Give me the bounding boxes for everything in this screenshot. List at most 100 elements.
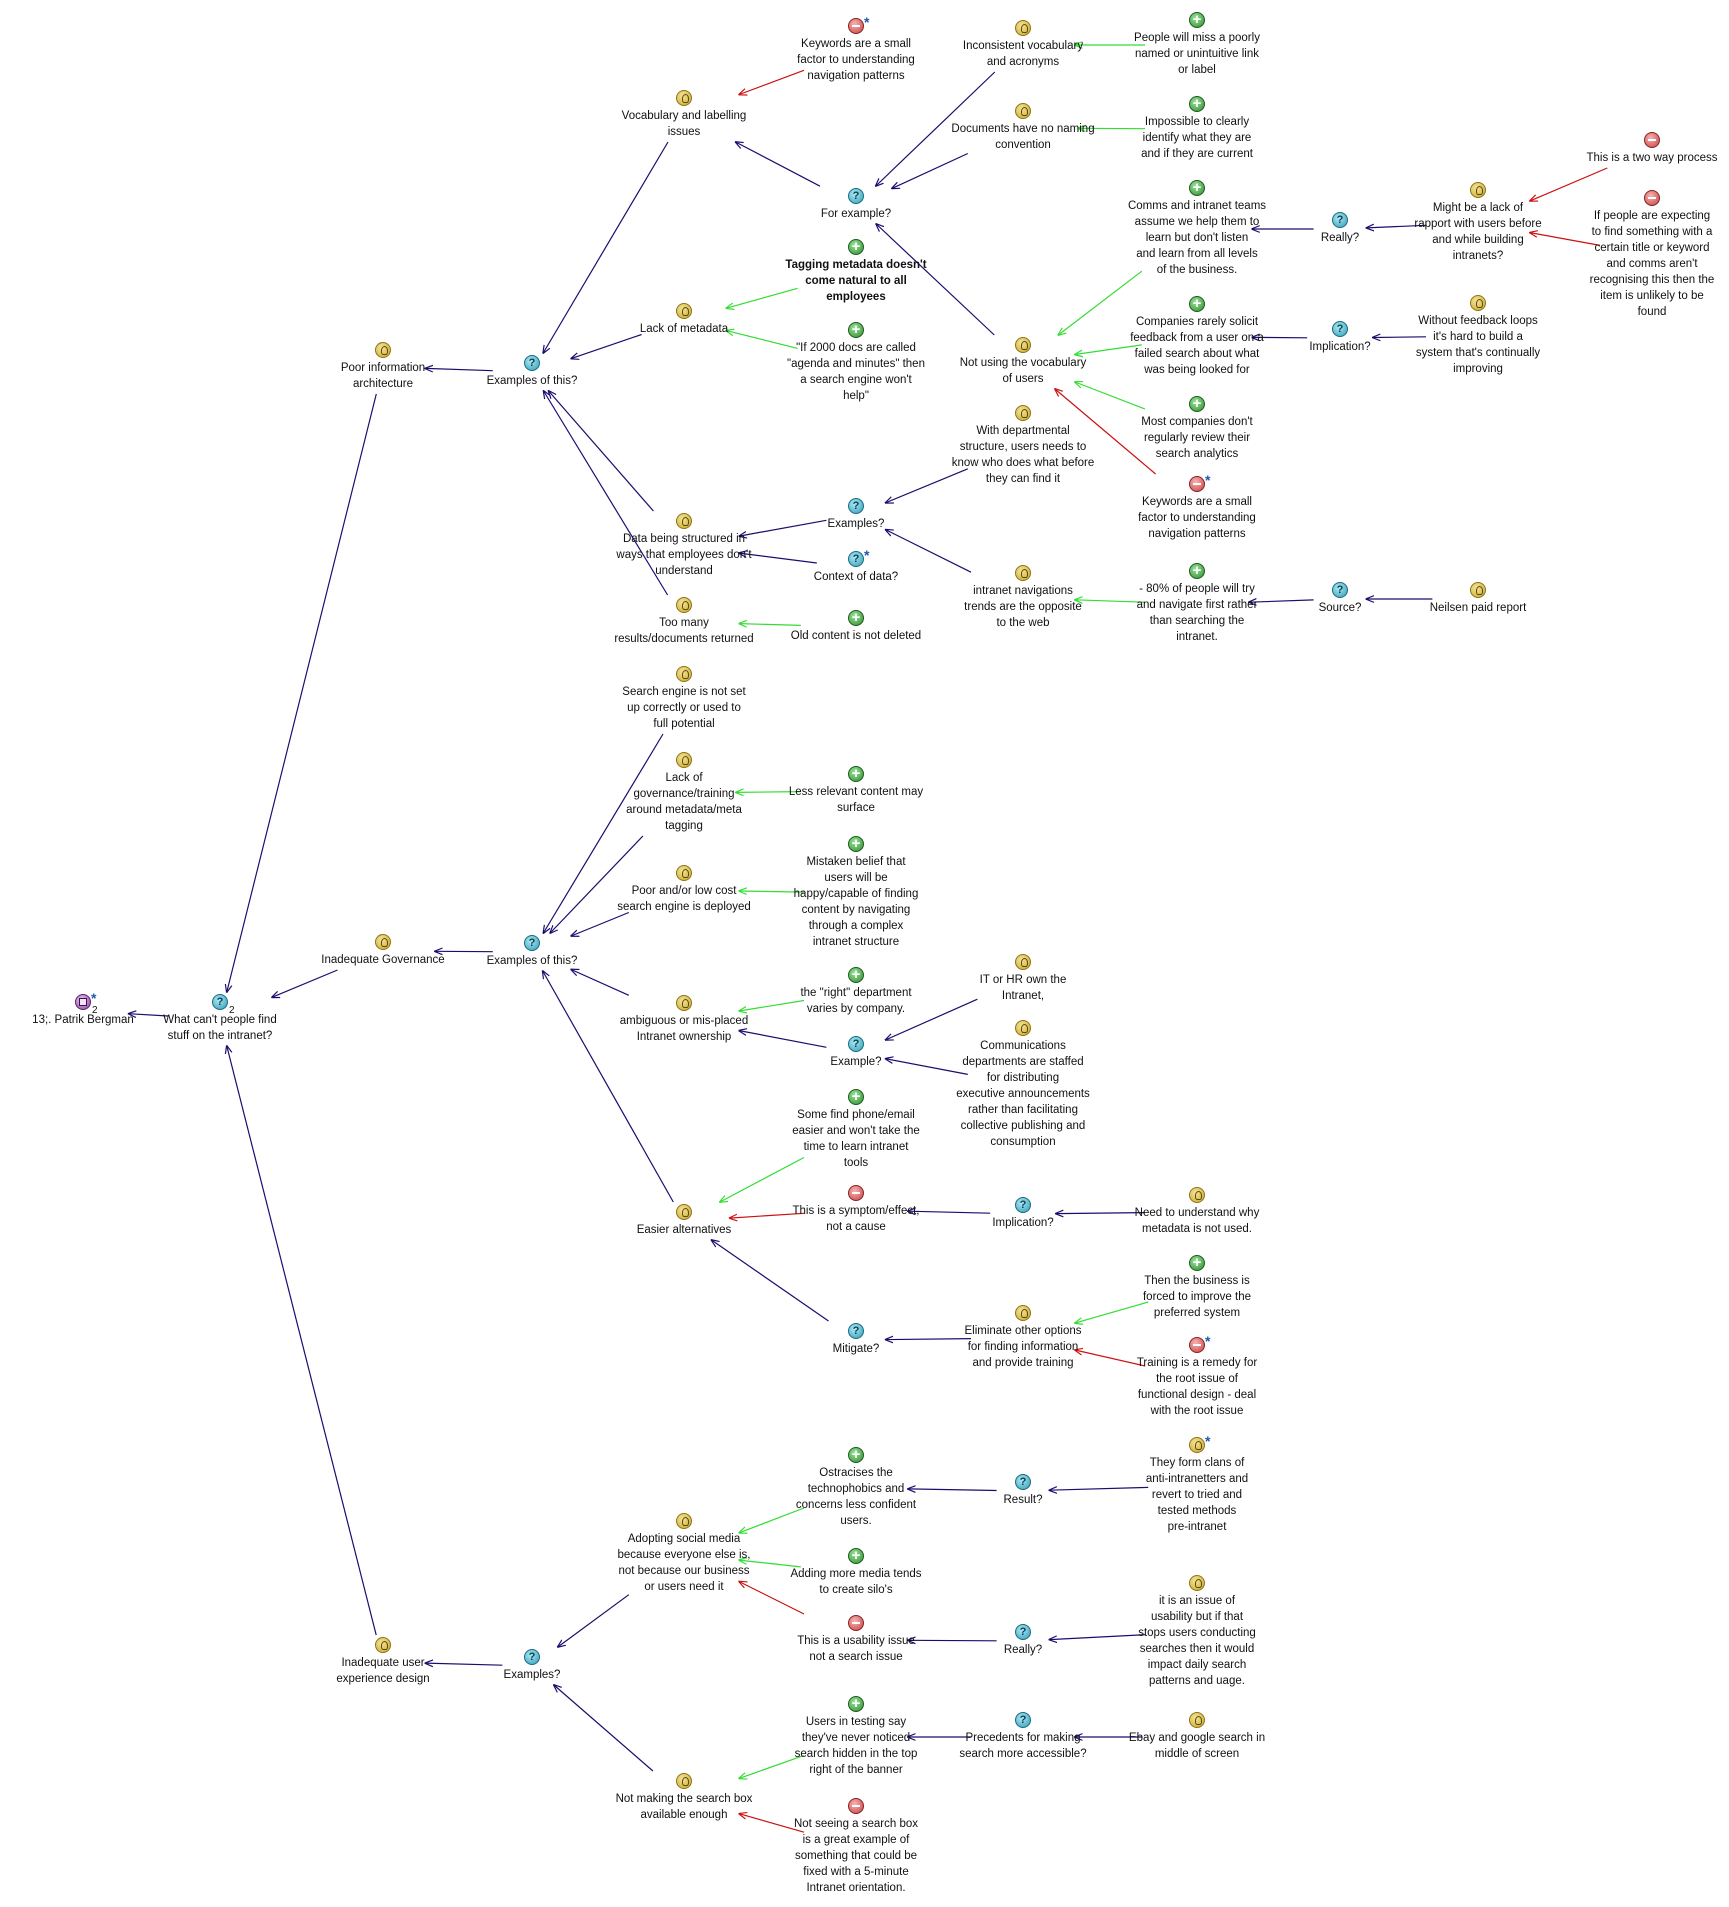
question-icon[interactable] xyxy=(524,1649,540,1665)
link-response-q-example-to-i-ownership[interactable] xyxy=(739,1031,827,1048)
question-icon[interactable] xyxy=(848,498,864,514)
link-response-q-mitigate-to-i-easier[interactable] xyxy=(712,1240,829,1322)
idea-icon[interactable] xyxy=(1015,1020,1031,1036)
link-response-q-impl2-to-c-symptom[interactable] xyxy=(908,1211,991,1213)
link-response-i-datastruct-to-q-pia[interactable] xyxy=(549,391,654,512)
question-icon[interactable] xyxy=(1015,1624,1031,1640)
question-icon[interactable] xyxy=(848,188,864,204)
link-support-p-forced-to-i-eliminate[interactable] xyxy=(1075,1301,1149,1323)
idea-icon[interactable] xyxy=(676,865,692,881)
pro-icon[interactable] xyxy=(848,1447,864,1463)
node-q-ux[interactable]: Examples? xyxy=(492,1649,572,1683)
node-i-usability[interactable]: it is an issue of usability but if that … xyxy=(1122,1575,1272,1689)
idea-icon[interactable] xyxy=(1015,405,1031,421)
link-response-i-social-to-q-ux[interactable] xyxy=(558,1594,630,1647)
idea-icon[interactable] xyxy=(1470,182,1486,198)
question-icon[interactable] xyxy=(1332,582,1348,598)
idea-icon[interactable] xyxy=(1189,1187,1205,1203)
idea-icon[interactable] xyxy=(1015,103,1031,119)
node-c-notseeing[interactable]: Not seeing a search box is a great examp… xyxy=(781,1798,931,1896)
idea-icon[interactable] xyxy=(1015,565,1031,581)
link-oppose-c-kw1-to-i-vocab[interactable] xyxy=(739,69,805,94)
node-p-tag[interactable]: Tagging metadata doesn't come natural to… xyxy=(771,239,941,305)
link-response-q-result-to-p-ostracise[interactable] xyxy=(908,1489,997,1491)
map-icon[interactable] xyxy=(75,994,91,1010)
con-icon[interactable] xyxy=(1189,476,1205,492)
pro-icon[interactable] xyxy=(1189,12,1205,28)
pro-icon[interactable] xyxy=(1189,1255,1205,1271)
node-i-feedback[interactable]: Without feedback loops it's hard to buil… xyxy=(1403,295,1553,377)
link-response-i-notvoc-to-q-forex[interactable] xyxy=(876,224,995,336)
node-i-ithr[interactable]: IT or HR own the Intranet, xyxy=(958,954,1088,1004)
link-response-i-rapport-to-q-really1[interactable] xyxy=(1366,225,1427,228)
link-response-i-ownership-to-q-gov[interactable] xyxy=(571,970,630,996)
node-p-2000[interactable]: "If 2000 docs are called "agenda and min… xyxy=(771,322,941,404)
node-i-toomany[interactable]: Too many results/documents returned xyxy=(604,597,764,647)
idea-icon[interactable] xyxy=(676,995,692,1011)
link-support-p-solicit-to-i-notvoc[interactable] xyxy=(1075,344,1142,355)
idea-icon[interactable] xyxy=(676,752,692,768)
link-support-p-oldcontent-to-i-toomany[interactable] xyxy=(739,624,801,626)
node-q-impl1[interactable]: Implication? xyxy=(1295,321,1385,355)
con-icon[interactable] xyxy=(848,1798,864,1814)
link-response-q-examples2-to-i-datastruct[interactable] xyxy=(739,519,827,536)
link-support-p-silos-to-i-social[interactable] xyxy=(739,1560,801,1568)
question-icon[interactable] xyxy=(1015,1712,1031,1728)
question-icon[interactable] xyxy=(524,355,540,371)
idea-icon[interactable] xyxy=(676,1773,692,1789)
node-q-source[interactable]: Source? xyxy=(1305,582,1375,616)
link-response-i-feedback-to-q-impl1[interactable] xyxy=(1373,337,1427,338)
pro-icon[interactable] xyxy=(848,836,864,852)
link-response-i-incons-to-q-forex[interactable] xyxy=(876,71,996,186)
link-support-p-mistaken-to-i-lowcost[interactable] xyxy=(739,891,805,892)
link-response-i-docs-to-q-forex[interactable] xyxy=(892,152,969,189)
node-p-solicit[interactable]: Companies rarely solicit feedback from a… xyxy=(1117,296,1277,378)
link-response-q-context-to-i-datastruct[interactable] xyxy=(739,553,817,564)
link-response-i-commsdept-to-q-example[interactable] xyxy=(886,1059,968,1075)
idea-icon[interactable] xyxy=(676,90,692,106)
link-support-p-lessrel-to-i-govtrain[interactable] xyxy=(736,792,801,793)
pro-icon[interactable] xyxy=(1189,296,1205,312)
link-response-i-toomany-to-q-pia[interactable] xyxy=(544,391,669,596)
link-oppose-c-training-to-i-eliminate[interactable] xyxy=(1075,1350,1146,1367)
node-i-social[interactable]: Adopting social media because everyone e… xyxy=(604,1513,764,1595)
con-icon[interactable] xyxy=(1644,190,1660,206)
node-q-result[interactable]: Result? xyxy=(988,1474,1058,1508)
node-i-lowcost[interactable]: Poor and/or low cost search engine is de… xyxy=(604,865,764,915)
link-oppose-c-notseeing-to-i-searchbox[interactable] xyxy=(739,1814,805,1833)
pro-icon[interactable] xyxy=(1189,96,1205,112)
node-p-analytics[interactable]: Most companies don't regularly review th… xyxy=(1122,396,1272,462)
link-response-q-forex-to-i-vocab[interactable] xyxy=(736,142,821,187)
node-i-vocab[interactable]: Vocabulary and labelling issues xyxy=(604,90,764,140)
link-response-i-dept-to-q-examples2[interactable] xyxy=(886,468,969,503)
link-response-i-navtrend-to-q-examples2[interactable] xyxy=(886,530,972,573)
link-support-p-testing-to-i-searchbox[interactable] xyxy=(739,1754,805,1778)
con-icon[interactable] xyxy=(848,1615,864,1631)
idea-icon[interactable] xyxy=(676,597,692,613)
link-support-p-2000-to-i-meta[interactable] xyxy=(726,331,798,349)
node-p-ident[interactable]: Impossible to clearly identify what they… xyxy=(1122,96,1272,162)
node-i-eliminate[interactable]: Eliminate other options for finding info… xyxy=(948,1305,1098,1371)
node-i-notvoc[interactable]: Not using the vocabulary of users xyxy=(948,337,1098,387)
node-c-usability[interactable]: This is a usability issue not a search i… xyxy=(781,1615,931,1665)
idea-icon[interactable] xyxy=(375,342,391,358)
con-icon[interactable] xyxy=(1189,1337,1205,1353)
question-icon[interactable] xyxy=(524,935,540,951)
idea-icon[interactable] xyxy=(1470,295,1486,311)
link-oppose-c-twoway-to-i-rapport[interactable] xyxy=(1530,167,1608,201)
node-i-commsdept[interactable]: Communications departments are staffed f… xyxy=(943,1020,1103,1150)
question-icon[interactable] xyxy=(1332,321,1348,337)
node-i-docs[interactable]: Documents have no naming convention xyxy=(943,103,1103,153)
node-c-training[interactable]: *Training is a remedy for the root issue… xyxy=(1122,1334,1272,1419)
node-i-incons[interactable]: Inconsistent vocabulary and acronyms xyxy=(948,20,1098,70)
node-p-ostracise[interactable]: Ostracises the technophobics and concern… xyxy=(781,1447,931,1529)
pro-icon[interactable] xyxy=(848,239,864,255)
node-i-rapport[interactable]: Might be a lack of rapport with users be… xyxy=(1403,182,1553,264)
node-i-ownership[interactable]: ambiguous or mis-placed Intranet ownersh… xyxy=(604,995,764,1045)
node-p-80[interactable]: - 80% of people will try and navigate fi… xyxy=(1122,563,1272,645)
link-oppose-c-kw2-to-i-notvoc[interactable] xyxy=(1055,389,1156,475)
node-i-pia[interactable]: Poor information architecture xyxy=(323,342,443,392)
con-icon[interactable] xyxy=(848,1185,864,1201)
